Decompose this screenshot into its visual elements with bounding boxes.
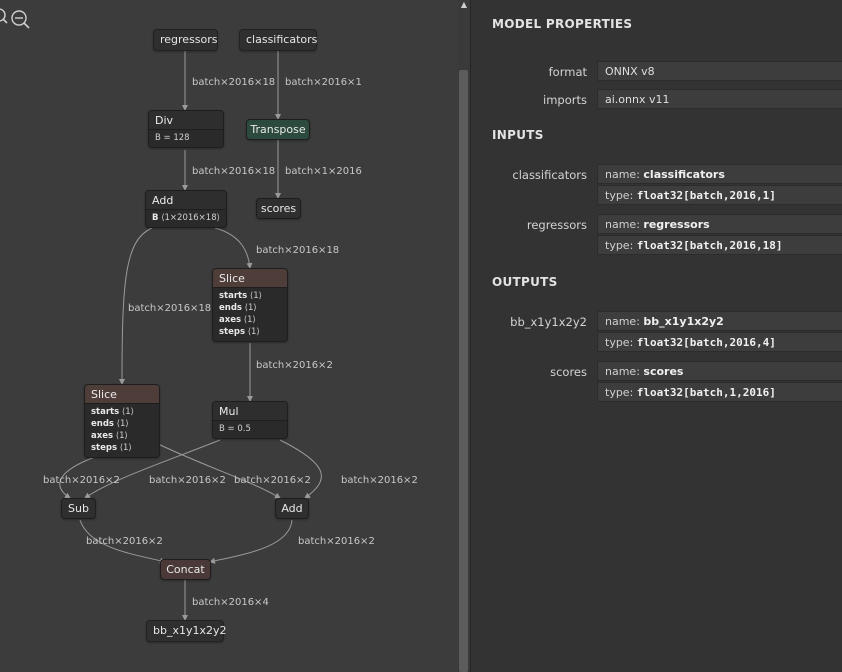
edge-label: batch×2016×18 [128, 303, 211, 314]
node-add-bottom[interactable]: Add [275, 498, 309, 519]
node-add-top-title: Add [146, 191, 226, 209]
format-value: ONNX v8 [597, 61, 842, 81]
edge-label: batch×2016×2 [298, 536, 375, 547]
output-label-bb: bb_x1y1x2y2 [510, 315, 587, 329]
node-slice-right[interactable]: Slice starts ⟨1⟩ ends ⟨1⟩ axes ⟨1⟩ steps… [212, 268, 288, 342]
inputs-title: INPUTS [492, 128, 544, 142]
imports-label: imports [543, 93, 587, 107]
attr-row: axes ⟨1⟩ [219, 315, 256, 325]
edge-label: batch×2016×2 [86, 536, 163, 547]
output-type-scores: type: float32[batch,1,2016] [597, 382, 842, 402]
imports-value: ai.onnx v11 [597, 89, 842, 109]
node-slice-left-title: Slice [85, 385, 159, 403]
input-label-classificators: classificators [512, 168, 587, 182]
edge-label: batch×2016×18 [192, 166, 275, 177]
node-mul-title: Mul [213, 402, 287, 420]
zoom-in-icon[interactable] [0, 8, 8, 24]
edge-label: batch×2016×2 [256, 360, 333, 371]
vertical-scrollbar-thumb[interactable] [459, 70, 468, 672]
edge-label: batch×2016×2 [149, 475, 226, 486]
edge-label: batch×2016×2 [341, 475, 418, 486]
outputs-title: OUTPUTS [492, 275, 558, 289]
edge-label: batch×2016×2 [234, 475, 311, 486]
model-properties-panel: MODEL PROPERTIES format ONNX v8 imports … [470, 0, 842, 672]
node-slice-left-attrs: starts ⟨1⟩ ends ⟨1⟩ axes ⟨1⟩ steps ⟨1⟩ [85, 403, 159, 457]
node-mul[interactable]: Mul B = 0.5 [212, 401, 288, 439]
attr-row: steps ⟨1⟩ [219, 327, 260, 337]
model-properties-title: MODEL PROPERTIES [492, 17, 633, 31]
edge-sub-concat [79, 519, 166, 564]
attr-value: ⟨1×2016×18⟩ [161, 213, 220, 223]
edge-add-slice-left [119, 227, 153, 385]
attr-row: ends ⟨1⟩ [91, 419, 129, 429]
node-slice-right-attrs: starts ⟨1⟩ ends ⟨1⟩ axes ⟨1⟩ steps ⟨1⟩ [213, 287, 287, 341]
attr-row: ends ⟨1⟩ [219, 303, 257, 313]
input-type-classificators: type: float32[batch,2016,1] [597, 185, 842, 205]
node-add-top[interactable]: Add B ⟨1×2016×18⟩ [145, 190, 227, 228]
format-label: format [548, 65, 587, 79]
attr-row: starts ⟨1⟩ [91, 407, 134, 417]
zoom-out-icon[interactable] [9, 8, 31, 30]
edge-mul-sub [84, 439, 221, 499]
node-div-title: Div [149, 111, 223, 129]
scroll-up-arrow-icon[interactable]: ▲ [460, 0, 468, 9]
edge-add-slice-right [214, 227, 253, 269]
output-label-scores: scores [550, 365, 587, 379]
attr-row: axes ⟨1⟩ [91, 431, 128, 441]
edge-label: batch×2016×4 [192, 597, 269, 608]
node-output-bb[interactable]: bb_x1y1x2y2 [146, 620, 227, 642]
edge-label: batch×2016×18 [256, 245, 339, 256]
attr-row: starts ⟨1⟩ [219, 291, 262, 301]
node-div[interactable]: Div B = 128 [148, 110, 224, 148]
edge-add-concat [209, 519, 293, 564]
node-mul-attr: B = 0.5 [213, 420, 287, 438]
node-output-scores[interactable]: scores [256, 198, 301, 219]
node-input-regressors[interactable]: regressors [153, 29, 218, 51]
attr-row: steps ⟨1⟩ [91, 443, 132, 453]
edge-label: batch×2016×18 [192, 77, 275, 88]
node-add-top-attr: B ⟨1×2016×18⟩ [146, 209, 226, 227]
output-name-bb[interactable]: name: bb_x1y1x2y2 [597, 311, 842, 331]
output-type-bb: type: float32[batch,2016,4] [597, 332, 842, 352]
edge-label: batch×2016×2 [43, 475, 120, 486]
graph-edges: batch×2016×18 batch×2016×1 batch×2016×18… [43, 50, 418, 621]
edge-sliceleft-sub [59, 456, 96, 499]
node-transpose[interactable]: Transpose [246, 119, 310, 140]
input-name-regressors[interactable]: name: regressors [597, 214, 842, 234]
attr-key: B [152, 213, 159, 223]
node-slice-left[interactable]: Slice starts ⟨1⟩ ends ⟨1⟩ axes ⟨1⟩ steps… [84, 384, 160, 458]
input-label-regressors: regressors [526, 218, 587, 232]
node-input-classificators[interactable]: classificators [239, 29, 317, 51]
edge-mul-add [279, 439, 322, 499]
node-slice-right-title: Slice [213, 269, 287, 287]
output-name-scores[interactable]: name: scores [597, 361, 842, 381]
input-name-classificators[interactable]: name: classificators [597, 164, 842, 184]
graph-canvas[interactable]: batch×2016×18 batch×2016×1 batch×2016×18… [0, 0, 470, 672]
edge-label: batch×1×2016 [285, 166, 362, 177]
node-sub[interactable]: Sub [61, 498, 96, 519]
input-type-regressors: type: float32[batch,2016,18] [597, 235, 842, 255]
edge-sliceleft-add [149, 439, 281, 499]
node-div-attr: B = 128 [149, 129, 223, 147]
edge-label: batch×2016×1 [285, 77, 362, 88]
node-concat[interactable]: Concat [160, 559, 211, 580]
